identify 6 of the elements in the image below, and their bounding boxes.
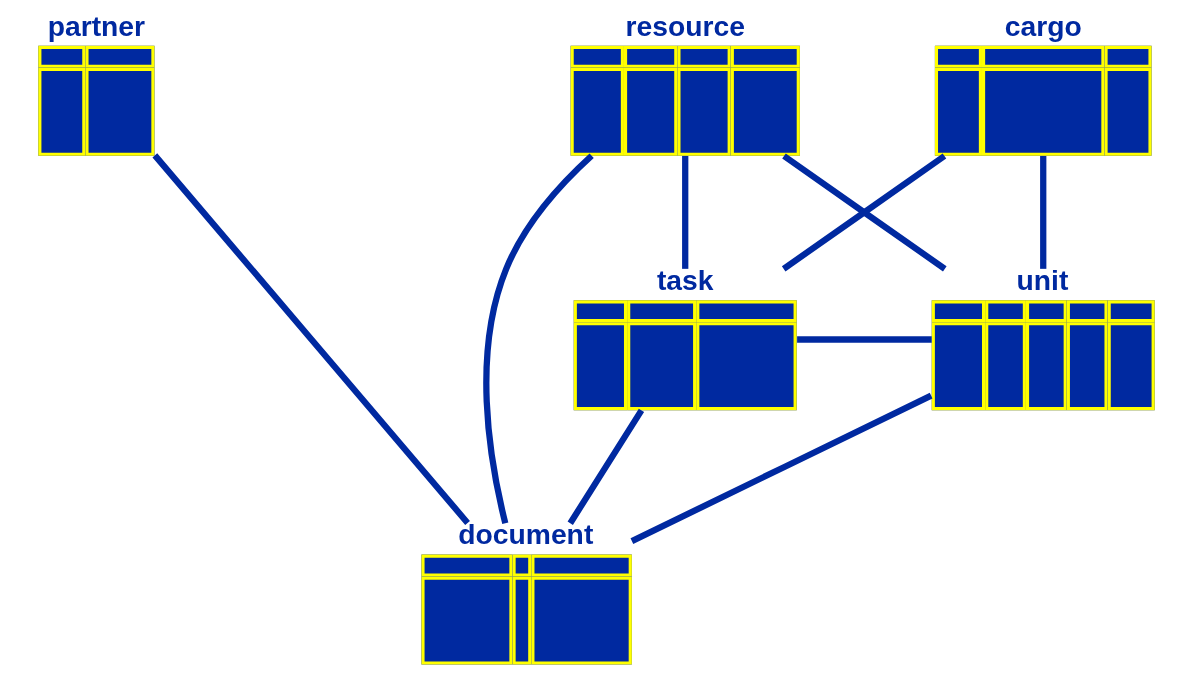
node-label: resource xyxy=(625,9,745,42)
node-label: partner xyxy=(47,9,145,42)
node-label: unit xyxy=(1016,263,1068,296)
node-label: task xyxy=(656,263,713,296)
node-label: cargo xyxy=(1004,9,1082,42)
node-label: document xyxy=(457,518,593,551)
